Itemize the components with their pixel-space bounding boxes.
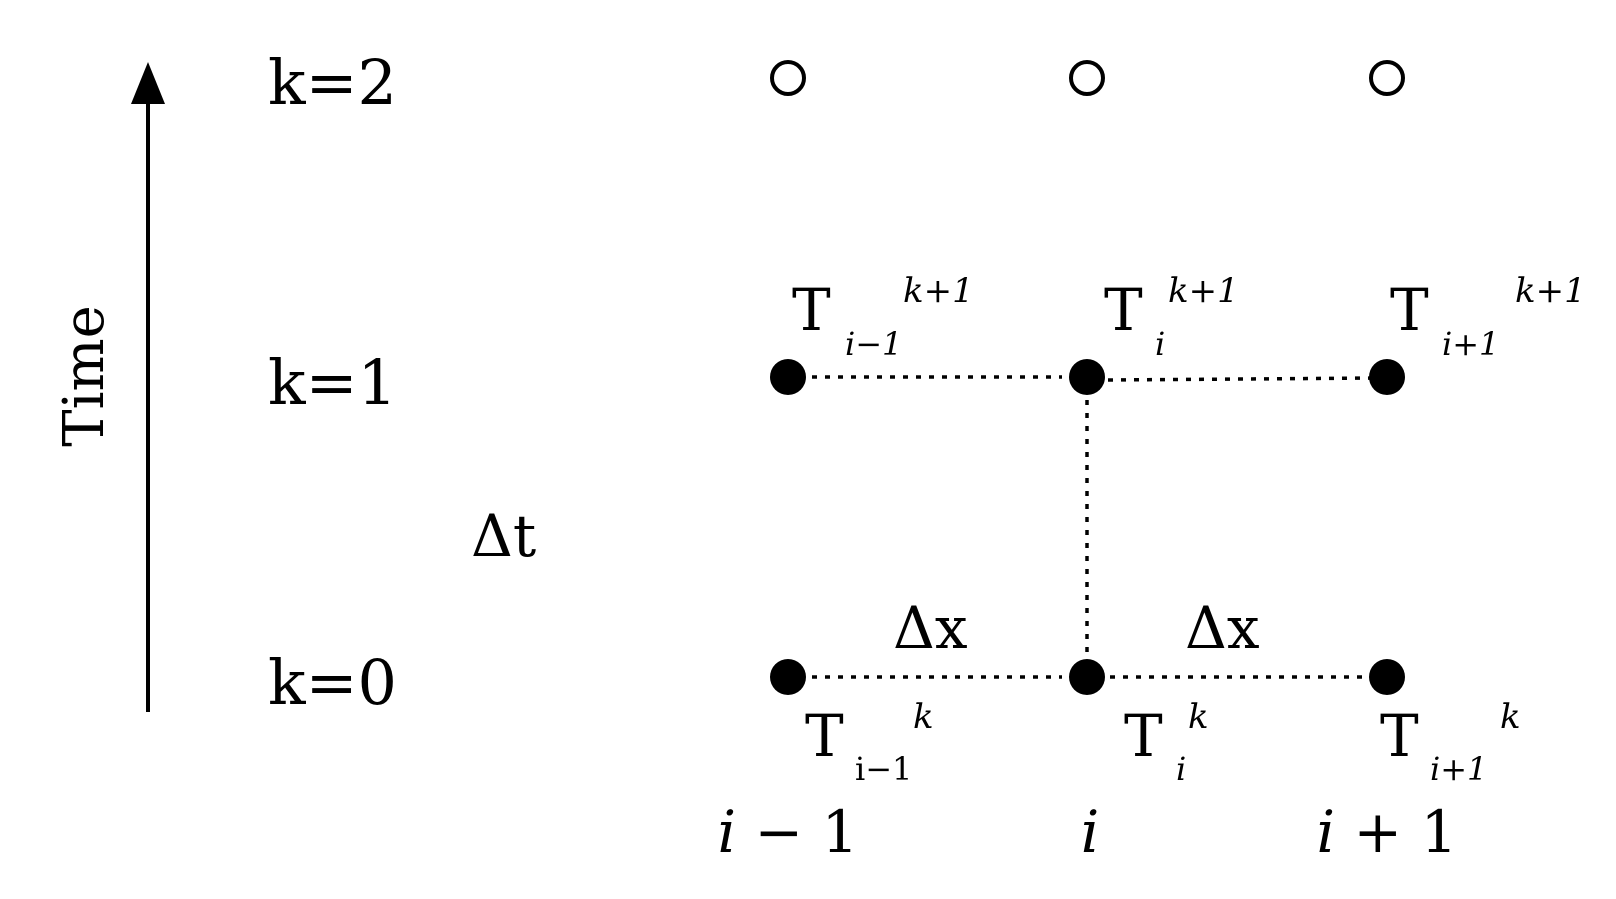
- node-label-bottom-center-sub: i: [1176, 750, 1186, 788]
- node-filled-k1-left: [770, 359, 806, 395]
- node-label-bottom-center: T: [1124, 702, 1163, 770]
- time-axis-arrowhead: [131, 62, 165, 104]
- node-open-k2-left: [770, 60, 806, 96]
- delta-t-label: Δt: [471, 502, 536, 570]
- node-filled-k0-left: [770, 659, 806, 695]
- node-label-bottom-left-sub: i−1: [855, 750, 912, 788]
- node-label-bottom-center-sup: k: [1188, 697, 1209, 737]
- node-label-top-right: T: [1390, 276, 1429, 344]
- column-label-left: i − 1: [718, 798, 859, 866]
- delta-x-label-right: Δx: [1185, 594, 1260, 662]
- node-label-bottom-left: T: [805, 702, 844, 770]
- level-label-k0: k=0: [268, 646, 397, 719]
- level-label-k1: k=1: [268, 346, 397, 419]
- column-label-center: i: [1081, 798, 1100, 866]
- node-label-bottom-left-sup: k: [913, 697, 934, 737]
- node-label-top-center: T: [1104, 276, 1143, 344]
- node-filled-k0-center: [1069, 659, 1105, 695]
- node-label-top-center-sup: k+1: [1168, 271, 1239, 311]
- node-open-k2-center: [1069, 60, 1105, 96]
- node-label-bottom-right: T: [1380, 702, 1419, 770]
- node-label-top-right-sub: i+1: [1442, 325, 1499, 363]
- connector-k1-right: [1107, 376, 1381, 382]
- delta-x-label-left: Δx: [893, 594, 968, 662]
- node-label-top-center-sub: i: [1155, 325, 1165, 363]
- node-filled-k1-right: [1369, 359, 1405, 395]
- time-axis-label: Time: [52, 305, 117, 447]
- node-label-top-left-sup: k+1: [903, 271, 974, 311]
- node-label-bottom-right-sub: i+1: [1430, 750, 1487, 788]
- node-filled-k0-right: [1369, 659, 1405, 695]
- node-open-k2-right: [1369, 60, 1405, 96]
- node-label-bottom-right-sup: k: [1500, 697, 1521, 737]
- node-label-top-right-sup: k+1: [1515, 271, 1586, 311]
- level-label-k2: k=2: [268, 46, 397, 119]
- node-label-top-left: T: [792, 276, 831, 344]
- stencil-connectors: [786, 375, 1381, 679]
- column-label-right: i + 1: [1317, 798, 1458, 866]
- node-label-top-left-sub: i−1: [845, 325, 902, 363]
- node-filled-k1-center: [1069, 359, 1105, 395]
